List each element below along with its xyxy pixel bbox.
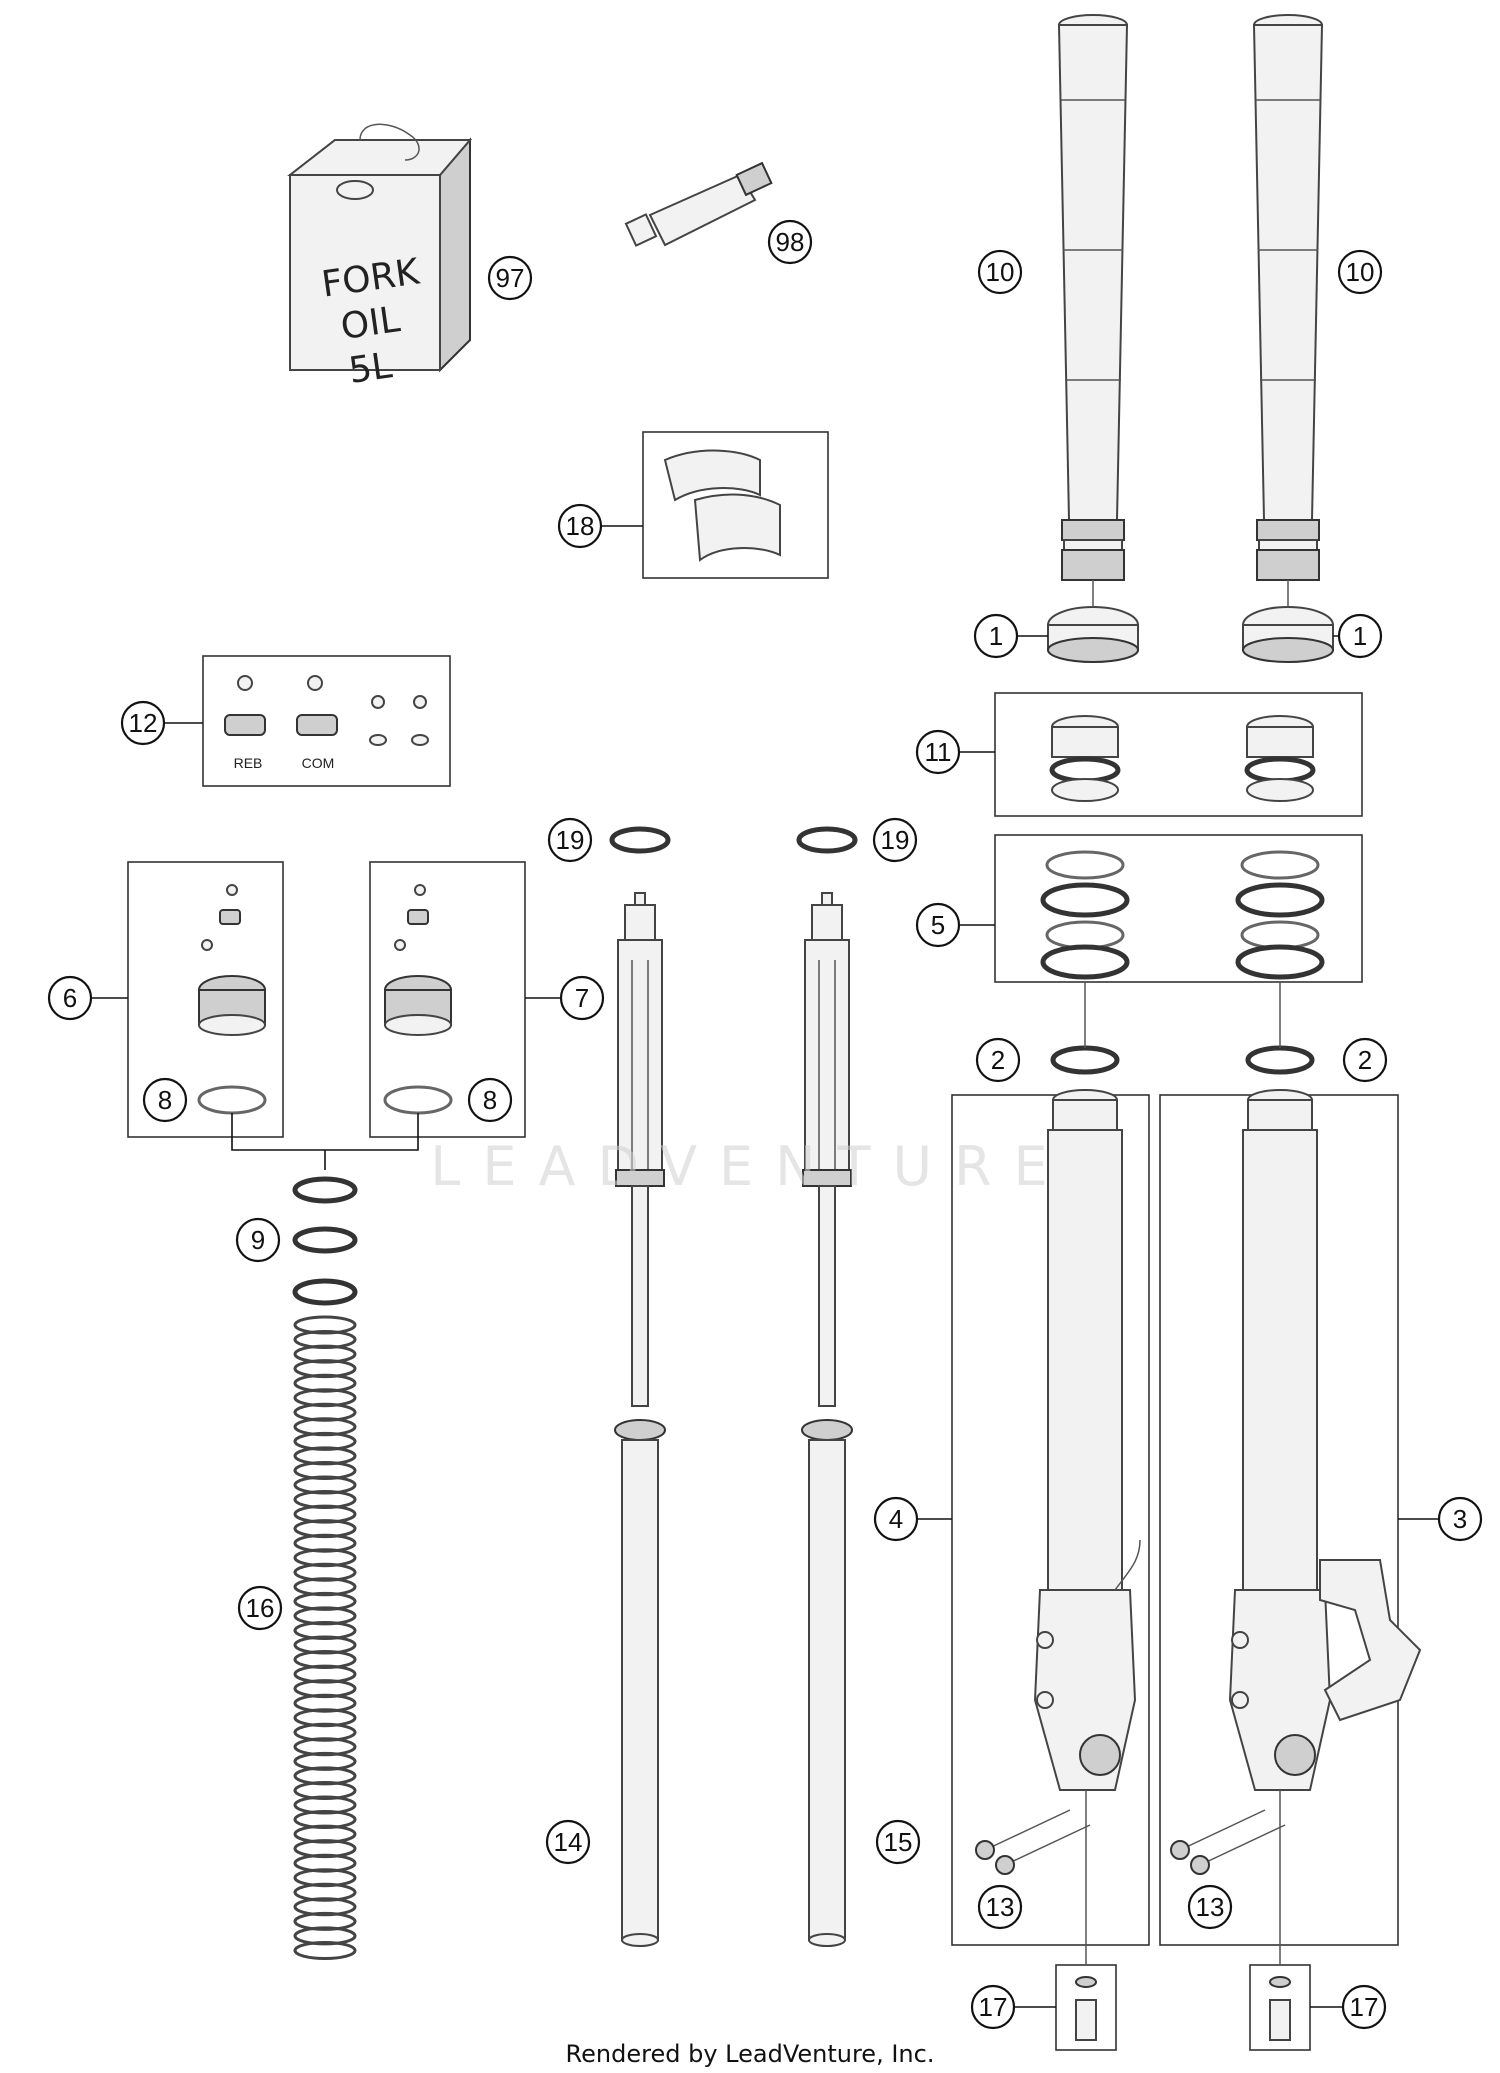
svg-text:98: 98	[776, 227, 805, 257]
footer-credit: Rendered by LeadVenture, Inc.	[565, 2040, 935, 2068]
spacer-rings	[292, 1176, 358, 1306]
kit-12-box	[202, 655, 451, 787]
kit-18-box	[642, 431, 829, 579]
callout-1-right[interactable]: 1	[1337, 613, 1383, 659]
callout-17-left[interactable]: 17	[970, 1984, 1016, 2030]
grease-tube	[624, 161, 773, 247]
kit-7-box	[369, 861, 526, 1138]
svg-text:3: 3	[1453, 1504, 1467, 1534]
kit-5-box	[994, 834, 1363, 983]
cartridge-14	[614, 892, 666, 1947]
callout-18[interactable]: 18	[557, 503, 603, 549]
callout-7[interactable]: 7	[559, 975, 605, 1021]
can-label-volume: 5L	[346, 345, 394, 392]
watermark: LEADVENTURE	[430, 1135, 1070, 1198]
kit-6-box	[127, 861, 284, 1138]
svg-text:11: 11	[925, 737, 952, 767]
svg-text:4: 4	[889, 1504, 903, 1534]
svg-text:2: 2	[1358, 1045, 1372, 1075]
callout-2-left[interactable]: 2	[975, 1037, 1021, 1083]
callout-13-left[interactable]: 13	[977, 1884, 1023, 1930]
o-ring-19-right	[796, 826, 858, 854]
adjuster-kit-parts: REB COM	[224, 675, 429, 771]
callout-10-left[interactable]: 10	[977, 249, 1023, 295]
callout-19-right[interactable]: 19	[872, 817, 918, 863]
callout-16[interactable]: 16	[237, 1585, 283, 1631]
svg-text:15: 15	[884, 1827, 913, 1857]
callout-3[interactable]: 3	[1437, 1496, 1483, 1542]
pinch-bolts-right	[1170, 1809, 1286, 1875]
cartridge-15	[801, 892, 853, 1947]
fork-oil-can: FORK OIL 5L	[287, 123, 473, 392]
svg-text:12: 12	[129, 708, 158, 738]
top-nut-right	[1242, 580, 1334, 663]
callout-6[interactable]: 6	[47, 975, 93, 1021]
svg-text:9: 9	[251, 1225, 265, 1255]
cartridge-top-left	[197, 884, 267, 1115]
kit-4-box	[951, 1094, 1150, 1946]
callout-98[interactable]: 98	[767, 219, 813, 265]
callout-9[interactable]: 9	[235, 1217, 281, 1263]
inner-tube-right	[1228, 1089, 1422, 1791]
svg-text:8: 8	[483, 1085, 497, 1115]
svg-text:6: 6	[63, 983, 77, 1013]
callout-17-right[interactable]: 17	[1341, 1984, 1387, 2030]
callout-4[interactable]: 4	[873, 1496, 919, 1542]
svg-text:14: 14	[554, 1827, 583, 1857]
svg-text:17: 17	[1350, 1992, 1379, 2022]
axle-bolt-right	[1269, 1790, 1291, 2041]
svg-text:16: 16	[246, 1593, 275, 1623]
callout-97[interactable]: 97	[487, 255, 533, 301]
callout-8-right[interactable]: 8	[467, 1077, 513, 1123]
clamp-shells	[663, 449, 781, 562]
svg-text:18: 18	[566, 511, 595, 541]
fork-seals	[1040, 850, 1325, 980]
svg-text:5: 5	[931, 910, 945, 940]
svg-text:8: 8	[158, 1085, 172, 1115]
svg-text:19: 19	[556, 825, 585, 855]
axle-bolt-left	[1075, 1790, 1097, 2041]
cartridge-top-right	[383, 884, 453, 1115]
fork-spring	[293, 1315, 357, 1960]
kit12-reb-label: REB	[234, 755, 263, 771]
callout-10-right[interactable]: 10	[1337, 249, 1383, 295]
svg-text:13: 13	[1196, 1892, 1225, 1922]
callout-15[interactable]: 15	[875, 1819, 921, 1865]
callout-11[interactable]: 11	[915, 729, 961, 775]
ring-2-left	[1050, 1045, 1120, 1075]
o-ring-19-left	[609, 826, 671, 854]
callout-1-left[interactable]: 1	[973, 613, 1019, 659]
kit-11-box	[994, 692, 1363, 817]
callout-5[interactable]: 5	[915, 902, 961, 948]
svg-text:97: 97	[496, 263, 525, 293]
svg-text:10: 10	[1346, 257, 1375, 287]
outer-tube-left	[1057, 14, 1129, 581]
top-nut-left	[1047, 580, 1139, 663]
callout-8-left[interactable]: 8	[142, 1077, 188, 1123]
callout-19-left[interactable]: 19	[547, 817, 593, 863]
svg-text:13: 13	[986, 1892, 1015, 1922]
pinch-bolts-left	[975, 1809, 1091, 1875]
callout-13-right[interactable]: 13	[1187, 1884, 1233, 1930]
inner-tube-left	[1033, 1089, 1141, 1791]
kit12-com-label: COM	[302, 755, 335, 771]
callout-12[interactable]: 12	[120, 700, 166, 746]
svg-text:7: 7	[575, 983, 589, 1013]
outer-tube-right	[1252, 14, 1324, 581]
bushings	[1049, 715, 1316, 802]
callout-14[interactable]: 14	[545, 1819, 591, 1865]
callout-2-right[interactable]: 2	[1342, 1037, 1388, 1083]
can-label-oil: OIL	[338, 299, 402, 348]
svg-text:1: 1	[1353, 621, 1367, 651]
svg-text:19: 19	[881, 825, 910, 855]
svg-text:10: 10	[986, 257, 1015, 287]
svg-text:17: 17	[979, 1992, 1008, 2022]
svg-text:1: 1	[989, 621, 1003, 651]
svg-text:2: 2	[991, 1045, 1005, 1075]
ring-2-right	[1245, 1045, 1315, 1075]
